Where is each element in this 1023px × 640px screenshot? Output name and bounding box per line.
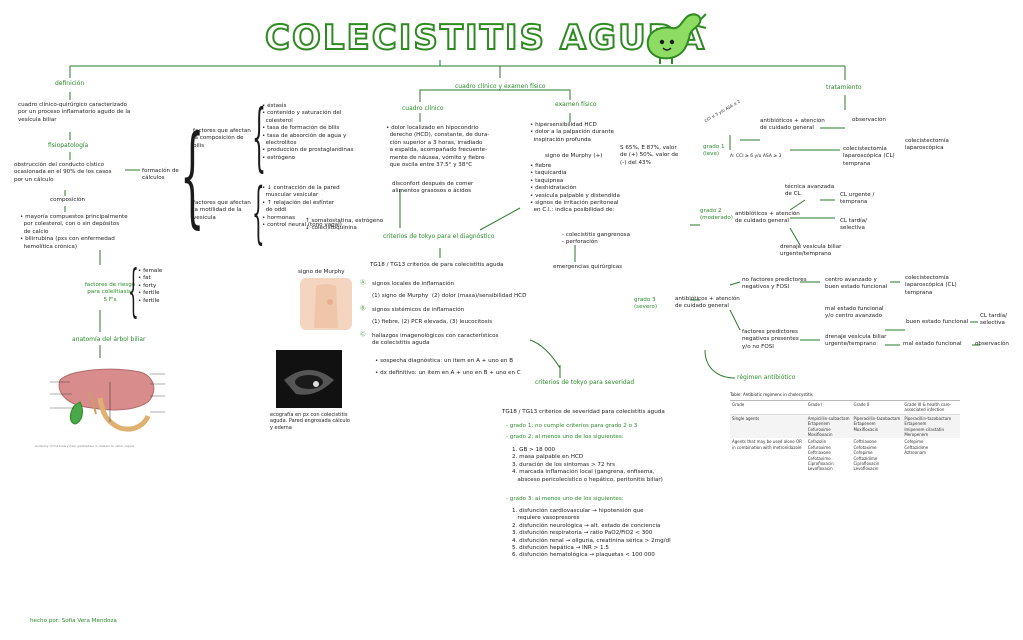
cl-tardia: CL tardía/ selectiva [980,313,1008,327]
colecistectomia-temprana-1: colecistectomía laparoscópica (CL) tempr… [843,146,895,167]
tg-diagnostico-text: TG18 / TG13 criterios de para colecistit… [370,262,504,268]
regimen-antibiotico-heading: régimen antibiótico [737,374,796,381]
criterio-a-items: (1) signo de Murphy (2) dolor (masa)/sen… [372,293,527,299]
grado2-antibioticos: antibióticos + atención de cuidado gener… [735,211,800,225]
brace-2: { [252,94,267,180]
ultrasound-image [276,350,342,408]
urgencias-text: emergencias quirúrgicas [553,264,623,270]
cl-urgente: CL urgente / temprana [840,192,875,206]
complicaciones-text: - colecistitis gangrenosa - perforación [562,232,631,246]
murphy-sign: signo de Murphy (+) [545,153,603,159]
criterio-b-marker: Ⓑ [360,306,366,312]
grado1-criterio: - grado 1: no cumple criterios para grad… [506,423,638,429]
composicion-label: composición [50,197,85,203]
criterio-a-marker: Ⓐ [360,280,366,286]
author-credit: hecho por: Sofía Vera Mendoza [30,618,117,624]
observacion-1: observación [852,117,886,123]
examen-fisico-text: • hipersensibilidad HCD • dolor a la pal… [530,122,614,143]
definicion-heading: definición [55,80,85,87]
anatomia-heading: anatomía del árbol biliar [72,336,146,343]
criterios-severidad-heading: criterios de tokyo para severidad [535,379,635,386]
criterio-b-heading: signos sistémicos de inflamación [372,307,465,313]
hormonas-items: ↑ somatostatina, estrógeno ↓ colecistoqu… [305,218,384,232]
murphy-image-label: signo de Murphy [298,269,345,275]
criterios-diagnostico-heading: criterios de tokyo para el diagnóstico [383,233,495,240]
brace-4: { [128,259,139,324]
tecnica-avanzada: técnica avanzada de CL [785,184,835,198]
formacion-calculos: formación de cálculos [142,168,179,182]
centro-avanzado: centro avanzado y buen estado funcional [825,277,888,291]
factores-composicion: factores que afectan la composición de b… [193,128,251,149]
disconfort-text: disconfort después de comer alimentos gr… [392,181,474,195]
table-row1-g2: Piperacillin-tazobactam Ertapenem Moxifl… [853,415,901,432]
no-factores-predictores: no factores predictores negativos y FOSI [742,277,807,291]
factores-motilidad-items: • ↓ contracción de la pared muscular ves… [262,185,342,229]
observacion-2: observación [975,341,1009,347]
grado3-criterio: - grado 3: al menos uno de los siguiente… [506,496,624,502]
criterio-a-heading: signos locales de inflamación [372,281,455,287]
biliary-tree-image [30,362,180,444]
grado1-label: grado 1 (leve) [703,144,725,158]
mal-estado-funcional-2: mal estado funcional [903,341,962,347]
table-row1-g3: Piperacillin-tazobactam Ertapenem Imipen… [904,415,952,438]
tg-severidad-text: TG18 / TG13 criterios de severidad para … [502,409,665,415]
criterio-c-marker: Ⓒ [360,332,366,338]
table-row2-g1: Cefazolin Cefuroxime Ceftriaxone Cefotax… [807,439,834,472]
definitivo-text: • dx definitivo: un item en A + uno en B… [375,370,521,376]
table-row2-g2: Ceftriaxone Cefotaxime Cefepime Ceftazid… [853,439,880,472]
table-row1-label: Single agents [732,415,760,421]
examen-fisico-heading: examen físico [555,101,597,108]
factores-riesgo-heading: factores de riesgo para colelitiasis: 5 … [84,282,136,303]
factores-riesgo-items: • female • fat • forty • fertile • ferti… [138,268,163,304]
table-header-grade: Grade [732,402,745,407]
murphy-sign-image [300,278,352,330]
criterio-b-items: (1) fiebre, (2) PCR elevada, (3) leucoci… [372,319,493,325]
obstruccion-text: obstrucción del conducto cístico ocasion… [14,162,112,183]
table-row2-g3: Cefepime Ceftazidime Aztreonam [904,439,929,456]
cl-diferida: CL tardía/ selectiva [840,218,868,232]
cl-temprana: colecistectomía laparoscópica (CL) tempr… [905,275,957,296]
brace-1: { [180,111,205,239]
colecistectomia-lap-1: colecistectomía laparoscópica [905,138,949,152]
factores-predictores: factores predictores negativos presentes… [742,329,799,350]
brace-3: { [252,174,265,251]
table-header-grade1: Grade I [807,402,823,407]
grado3-label: grado 3 (severo) [634,297,658,311]
cuadro-heading: cuadro clínico y examen físico [455,83,546,90]
definicion-text: cuadro clínico-quirúrgico caracterizado … [18,102,131,123]
grado1-antibioticos: antibióticos + atención de cuidado gener… [760,118,825,132]
sospecha-text: • sospecha diagnóstica: un item en A + u… [375,358,514,364]
anatomia-caption: Anatomy of the biliary tree, gallbladder… [35,444,135,448]
antibiotic-table: Grade Grade I Grade II Grade III & healt… [730,400,960,473]
tratamiento-heading: tratamiento [826,84,862,91]
ecografia-label: ecografía en px con colecistitis aguda. … [270,412,350,431]
composicion-items: • mayoría compuestos principalmente por … [20,214,128,250]
table-header-grade2: Grade II [853,402,870,407]
mal-estado-funcional: mal estado funcional y/o centro avanzado [825,306,884,320]
grado3-antibioticos: antibióticos + atención de cuidado gener… [675,296,740,310]
cuadro-clinico-text: • dolor localizado en hipocondrio derech… [386,125,490,169]
factores-motilidad: factores que afectan la motilidad de la … [193,200,251,221]
grado2-items: 1. GB > 18 000 2. masa palpable en HCD 3… [512,447,663,483]
murphy-stats: S 65%, E 87%, valor de (+) 50%, valor de… [620,145,679,166]
page-title: COLECISTITIS AGUDA [264,17,707,59]
cuadro-clinico-heading: cuadro clínico [402,105,444,112]
gallbladder-mascot-icon [640,10,710,66]
buen-estado-funcional: buen estado funcional [906,319,969,325]
table-row2-label: Agents that may be used alone OR in comb… [732,439,802,450]
factores-composicion-items: • éstasis • contenido y saturación del c… [262,103,354,161]
grado2-criterio: - grado 2: al menos uno de los siguiente… [506,434,624,440]
examen-fisico-text2: • fiebre • taquicardia • taquipnea • des… [530,163,620,214]
grado2-label: grado 2 (moderado) [700,208,733,222]
criterio-c-heading: hallazgos imagenológicos con característ… [372,333,499,347]
fisiopatologia-heading: fisiopatología [48,142,89,149]
table-row1-g1: Ampicillin-sulbactam Ertapenem Cefuroxim… [807,415,850,438]
grado3-items: 1. disfunción cardiovascular → hipotensi… [512,508,671,559]
drenaje-grado2: drenaje vesícula biliar urgente/temprano [780,244,842,258]
drenaje-grado3: drenaje vesícula biliar urgente/temprano [825,334,887,348]
table-header-grade3: Grade III & health care-associated infec… [904,402,952,413]
grado1-sub: A: CCI ≥ 6 y/o ASA ≥ 3 [730,154,782,159]
antibiotic-table-caption: Table: Antibiotic regimens in cholecysti… [730,392,813,397]
